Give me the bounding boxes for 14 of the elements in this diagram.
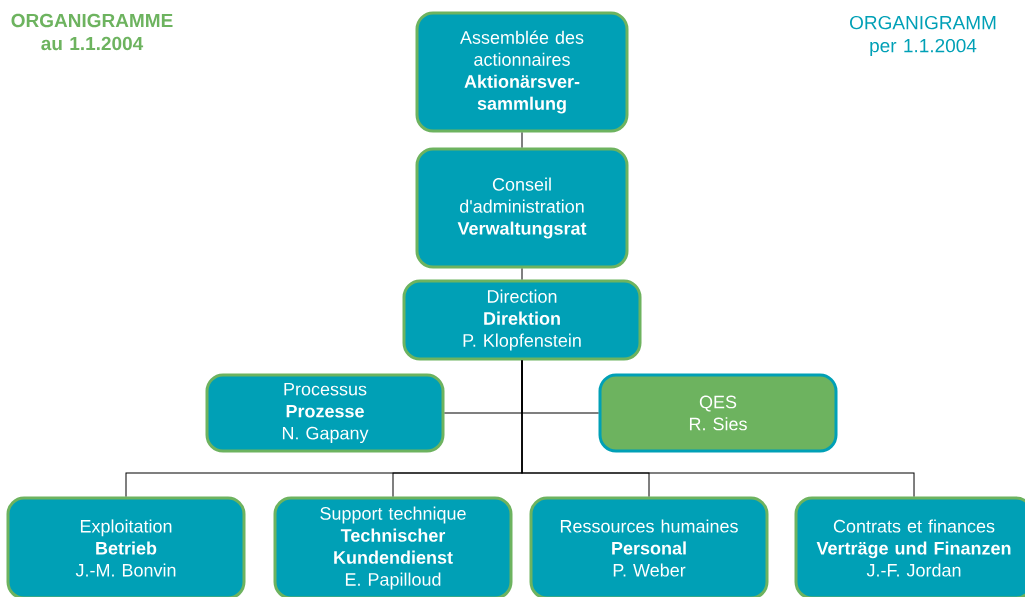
subtitle: ORGANIGRAMM per 1.1.2004 (850, 15, 996, 57)
connector-line (521, 132, 523, 148)
org-box: Support technique Technischer Kundendienst E. Papilloud (273, 496, 513, 597)
staff-box: QES R. Sies (598, 373, 838, 453)
title: ORGANIGRAMME au 1.1.2004 (11, 13, 173, 51)
org-box: Assemblée des actionnaires Aktionärsver- sammlung (415, 11, 629, 133)
org-box: Direction Direktion P. Klopfenstein (402, 279, 642, 361)
org-box: Ressources humaines Personal P. Weber (529, 496, 769, 597)
org-box: Exploitation Betrieb J.-M. Bonvin (6, 496, 246, 597)
org-box: Conseil d'administration Verwaltungsrat (415, 147, 629, 269)
org-box: Contrats et finances Verträge und Finanzen J.-F. Jordan (794, 496, 1025, 597)
connector-line (521, 360, 915, 497)
org-box: Processus Prozesse N. Gapany (205, 373, 445, 453)
connector-line (521, 268, 523, 280)
